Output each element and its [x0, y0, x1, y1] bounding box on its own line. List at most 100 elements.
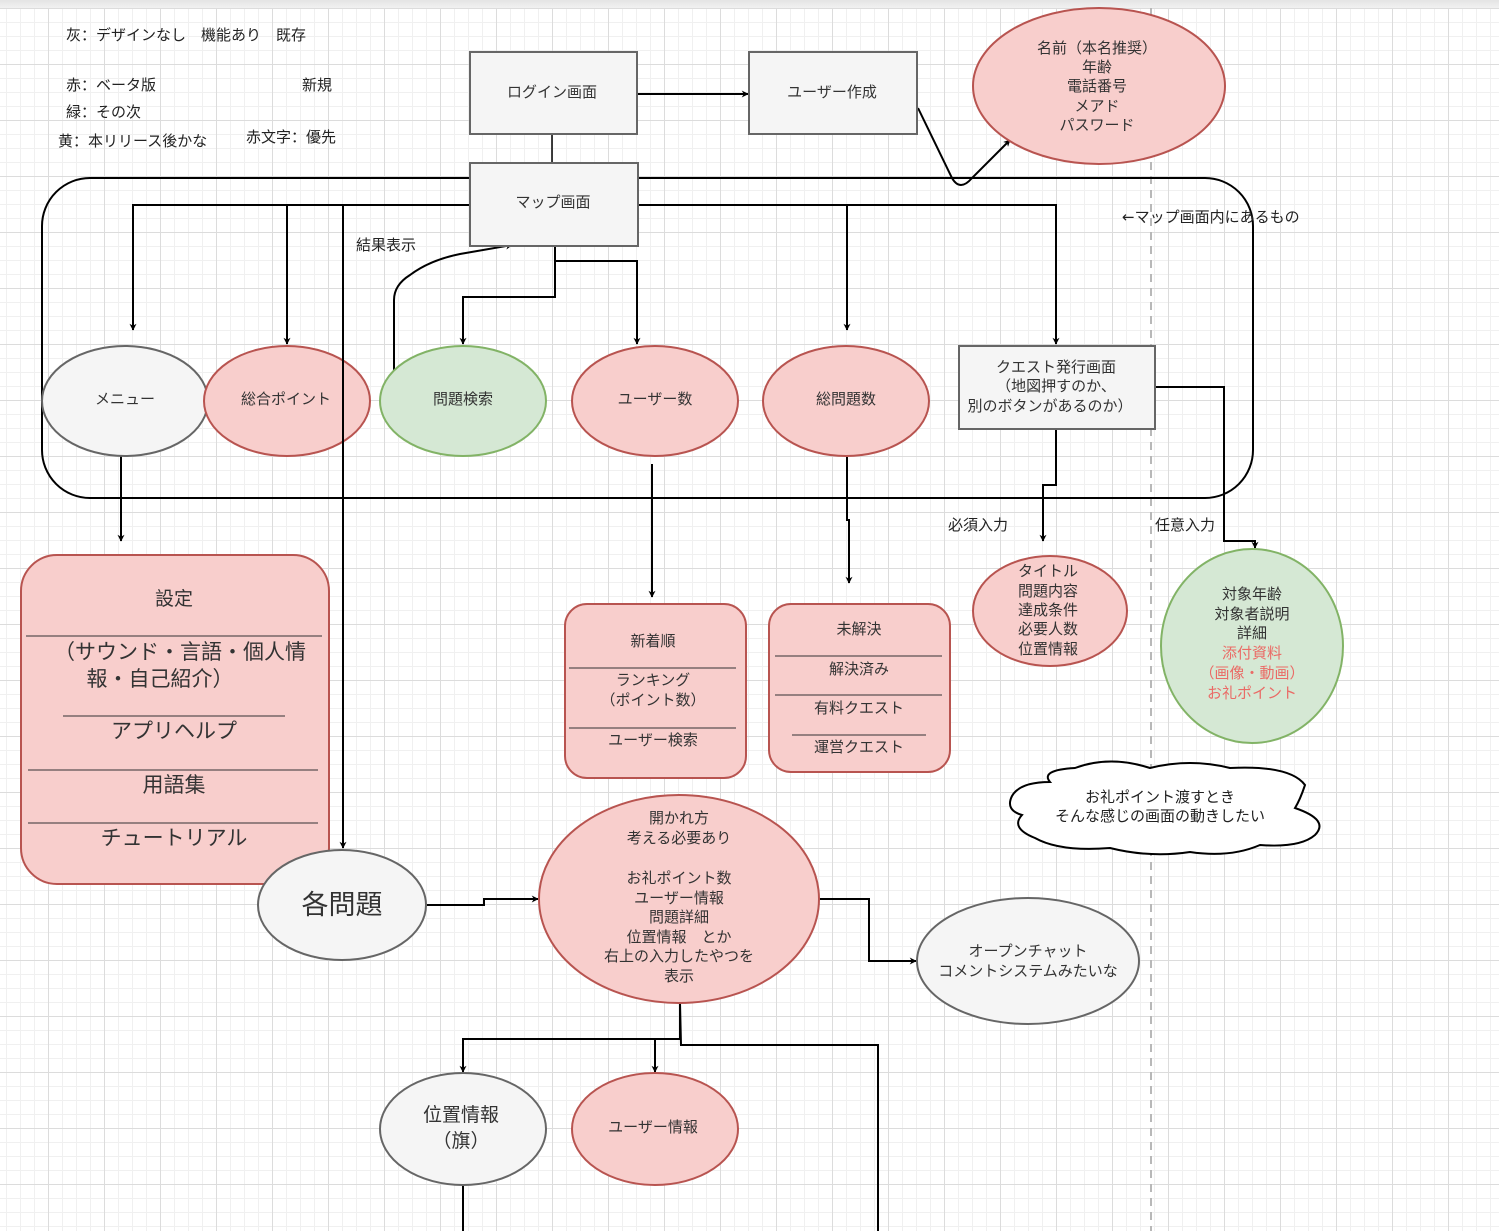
optional-priority-field: 添付資料 [1222, 644, 1282, 662]
edge-map-to-search [459, 247, 556, 345]
user-list-item: ユーザー検索 [608, 731, 698, 749]
cloud-note-text: そんな感じの画面の動きしたい [1055, 807, 1265, 825]
user-field: パスワード [1059, 116, 1134, 134]
total-points-node[interactable]: 総合ポイント [203, 345, 371, 457]
location-flag-node[interactable]: 位置情報 （旗） [379, 1072, 547, 1186]
total-points-label: 総合ポイント [241, 390, 331, 408]
user-info-label: ユーザー情報 [608, 1118, 698, 1136]
menu-label: メニュー [95, 390, 155, 408]
required-input-label: 必須入力 [948, 516, 1008, 534]
question-detail-line: お礼ポイント数 [626, 869, 731, 887]
user-list-item: 新着順 [630, 632, 675, 650]
edge-quest-to-optional [1155, 386, 1259, 549]
question-detail-line: 位置情報 とか [626, 928, 731, 946]
question-detail-node[interactable]: 開かれ方 考える必要あり お礼ポイント数 ユーザー情報 問題詳細 位置情報 とか… [538, 794, 820, 1004]
question-search-node[interactable]: 問題検索 [379, 345, 547, 457]
quest-issue-label: クエスト発行画面 [996, 358, 1116, 376]
edge-quest-to-required [1039, 430, 1057, 542]
required-field: 位置情報 [1018, 640, 1078, 658]
legend-gray: 灰：デザインなし 機能あり 既存 [66, 26, 306, 44]
optional-priority-field: （画像・動画） [1199, 664, 1304, 682]
settings-item: （サウンド・言語・個人情 [54, 640, 306, 664]
total-questions-label: 総問題数 [816, 390, 876, 408]
quest-issue-node[interactable]: クエスト発行画面 （地図押すのか、 別のボタンがあるのか） [958, 345, 1156, 430]
question-list-node[interactable]: 未解決 解決済み 有料クエスト 運営クエスト [768, 603, 951, 773]
open-chat-label: コメントシステムみたいな [938, 962, 1118, 980]
cloud-note-text: お礼ポイント渡すとき [1085, 788, 1235, 806]
settings-item-app-help[interactable]: アプリヘルプ [111, 719, 237, 743]
user-count-label: ユーザー数 [618, 390, 693, 408]
required-field: 達成条件 [1018, 601, 1078, 619]
user-count-node[interactable]: ユーザー数 [571, 345, 739, 457]
user-field: 電話番号 [1067, 77, 1127, 95]
edge-detail-down-right [679, 1002, 879, 1231]
required-field: 必要人数 [1018, 620, 1078, 638]
question-detail-line: ユーザー情報 [634, 889, 724, 907]
question-list-item: 有料クエスト [814, 699, 904, 717]
each-question-label: 各問題 [302, 890, 383, 921]
edge-map-to-totalq [638, 204, 851, 331]
edge-search-to-map [393, 242, 513, 373]
settings-node[interactable]: 設定 （サウンド・言語・個人情 報・自己紹介） アプリヘルプ 用語集 チュートリ… [20, 554, 330, 885]
each-question-node[interactable]: 各問題 [257, 849, 427, 961]
question-list-item: 運営クエスト [814, 738, 904, 756]
user-list-item: （ポイント数） [600, 691, 705, 709]
user-field: 名前（本名推奨） [1037, 39, 1157, 57]
user-create-node[interactable]: ユーザー作成 [748, 51, 918, 135]
question-search-label: 問題検索 [433, 390, 493, 408]
user-field: メアド [1074, 97, 1119, 115]
legend-red-text: 赤文字：優先 [246, 128, 336, 146]
optional-field: 対象者説明 [1214, 605, 1289, 623]
required-field: タイトル [1018, 562, 1078, 580]
question-detail-line: 考える必要あり [627, 829, 732, 847]
login-screen-label: ログイン画面 [507, 83, 597, 101]
edge-map-to-usercount [555, 260, 641, 345]
edge-usercreate-to-fields [917, 107, 1011, 186]
settings-item-tutorial[interactable]: チュートリアル [101, 826, 248, 850]
question-detail-line: 開かれ方 [649, 809, 709, 827]
edge-map-to-quest [847, 204, 1060, 345]
question-detail-line: 右上の入力したやつを [604, 947, 754, 965]
required-field: 問題内容 [1018, 582, 1078, 600]
user-create-label: ユーザー作成 [787, 83, 877, 101]
edge-totalq-to-list [845, 457, 853, 584]
result-display-label: 結果表示 [356, 236, 416, 254]
optional-input-label: 任意入力 [1155, 516, 1215, 534]
open-chat-node[interactable]: オープンチャット コメントシステムみたいな [916, 897, 1140, 1025]
user-fields-node[interactable]: 名前（本名推奨） 年齢 電話番号 メアド パスワード [972, 7, 1226, 165]
location-flag-label: 位置情報 [423, 1104, 499, 1126]
optional-fields-node[interactable]: 対象年齢 対象者説明 詳細 添付資料 （画像・動画） お礼ポイント [1160, 548, 1344, 744]
settings-item-glossary[interactable]: 用語集 [143, 773, 206, 797]
quest-issue-label: 別のボタンがあるのか） [967, 397, 1132, 415]
open-chat-label: オープンチャット [969, 942, 1088, 960]
login-screen-node[interactable]: ログイン画面 [469, 51, 638, 135]
settings-item: 報・自己紹介） [87, 667, 234, 691]
optional-field: 対象年齢 [1222, 585, 1282, 603]
quest-issue-label: （地図押すのか、 [996, 377, 1116, 395]
total-questions-node[interactable]: 総問題数 [762, 345, 930, 457]
legend-red: 赤：ベータ版 [66, 76, 156, 94]
user-list-node[interactable]: 新着順 ランキング （ポイント数） ユーザー検索 [564, 603, 747, 779]
edge-map-to-menu [129, 204, 470, 331]
user-info-node[interactable]: ユーザー情報 [571, 1072, 739, 1186]
question-list-item: 解決済み [829, 660, 889, 678]
map-contents-note: ←マップ画面内にあるもの [1122, 208, 1300, 226]
optional-priority-field: お礼ポイント [1207, 684, 1297, 702]
edge-detail-to-location [459, 1003, 681, 1073]
menu-node[interactable]: メニュー [41, 345, 209, 457]
question-list-item: 未解決 [836, 620, 881, 638]
location-flag-label: （旗） [432, 1130, 489, 1152]
optional-field: 詳細 [1237, 624, 1267, 642]
edge-eachq-to-detail [427, 895, 539, 906]
map-screen-node[interactable]: マップ画面 [469, 162, 639, 247]
legend-new: 新規 [302, 76, 332, 94]
legend-green: 緑：その次 [66, 103, 141, 121]
required-fields-node[interactable]: タイトル 問題内容 達成条件 必要人数 位置情報 [972, 555, 1128, 667]
legend-yellow: 黄：本リリース後かな [58, 132, 207, 150]
question-detail-line: 表示 [664, 967, 694, 985]
cloud-note: お礼ポイント渡すとき そんな感じの画面の動きしたい [1009, 760, 1321, 856]
map-screen-container[interactable] [41, 177, 1254, 499]
edge-detail-to-chat [819, 898, 917, 965]
user-list-item: ランキング [616, 671, 691, 689]
